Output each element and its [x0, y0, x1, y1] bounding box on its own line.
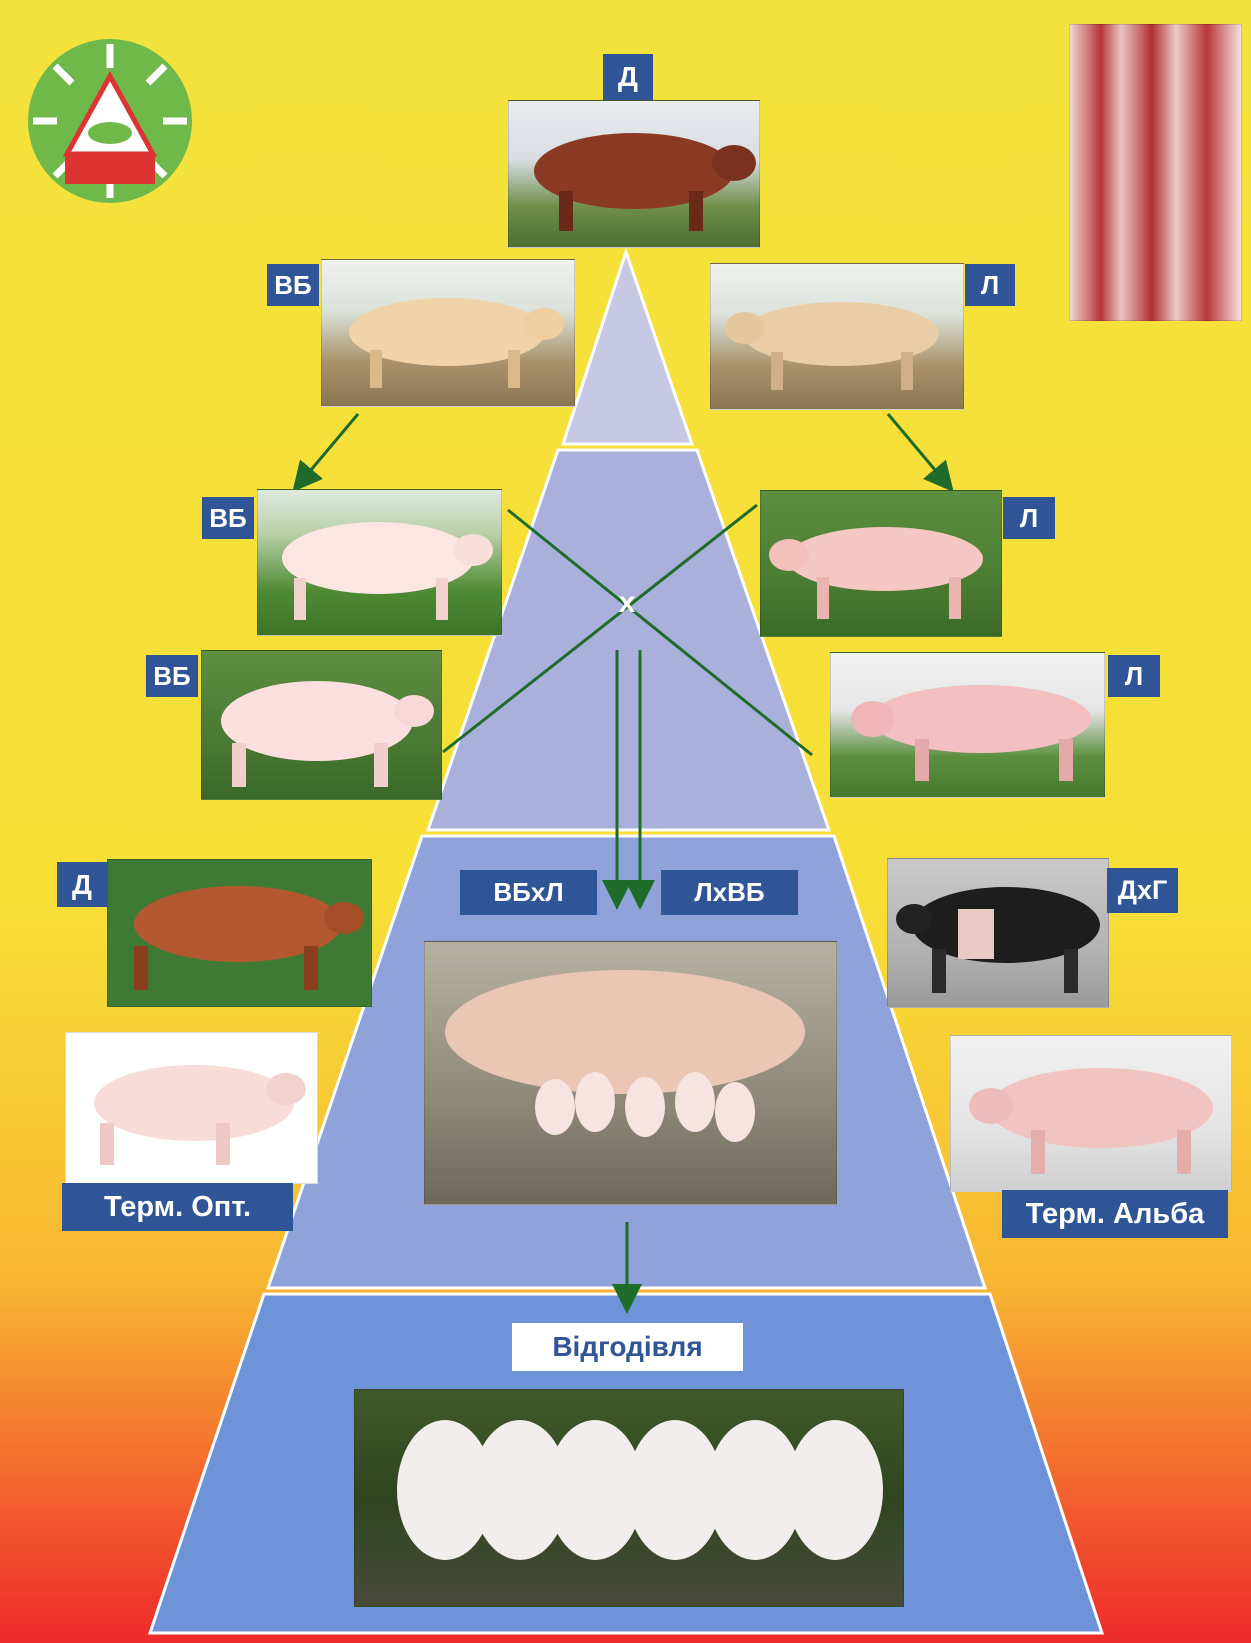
label-cross-right: ЛхВБ — [661, 870, 798, 915]
photo-duroc-boar-2 — [107, 859, 372, 1007]
photo-terminal-alba — [950, 1035, 1232, 1192]
photo-terminal-optimus — [65, 1032, 318, 1184]
label-reproducer-left-2: ВБ — [146, 655, 198, 697]
logo — [27, 38, 193, 204]
label-reproducer-left-1: ВБ — [202, 497, 254, 539]
label-terminal-optimus: Терм. Опт. — [62, 1183, 293, 1231]
label-multiplier-left: ВБ — [267, 264, 319, 306]
photo-fattening-pigs — [354, 1389, 904, 1607]
label-reproducer-right-1: Л — [1003, 497, 1055, 539]
cross-symbol: x — [612, 585, 642, 621]
arrow-right-down — [888, 414, 946, 483]
carcass-photo — [1069, 24, 1242, 321]
label-right-sire: ДхГ — [1107, 868, 1178, 913]
label-terminal-alba: Терм. Альба — [1002, 1190, 1228, 1238]
label-multiplier-right: Л — [965, 264, 1015, 306]
photo-large-white-sow — [321, 259, 575, 407]
photo-large-white-2 — [201, 650, 442, 800]
photo-duroc-boar — [508, 100, 760, 248]
pyramid-tier-nucleus — [563, 252, 692, 444]
photo-landrace-sow — [710, 263, 964, 410]
label-reproducer-right-2: Л — [1108, 655, 1160, 697]
arrow-left-down — [300, 414, 358, 483]
label-left-sire: Д — [57, 862, 107, 907]
photo-sow-with-piglets — [424, 941, 837, 1205]
label-nucleus: Д — [603, 54, 653, 100]
photo-landrace-1 — [760, 490, 1002, 637]
photo-duroc-hampshire-boar — [887, 858, 1109, 1008]
label-fattening: Відгодівля — [512, 1323, 743, 1371]
pig-logo-icon — [27, 38, 193, 204]
label-cross-left: ВБхЛ — [460, 870, 597, 915]
photo-large-white-1 — [257, 489, 502, 636]
photo-landrace-2 — [830, 652, 1105, 798]
